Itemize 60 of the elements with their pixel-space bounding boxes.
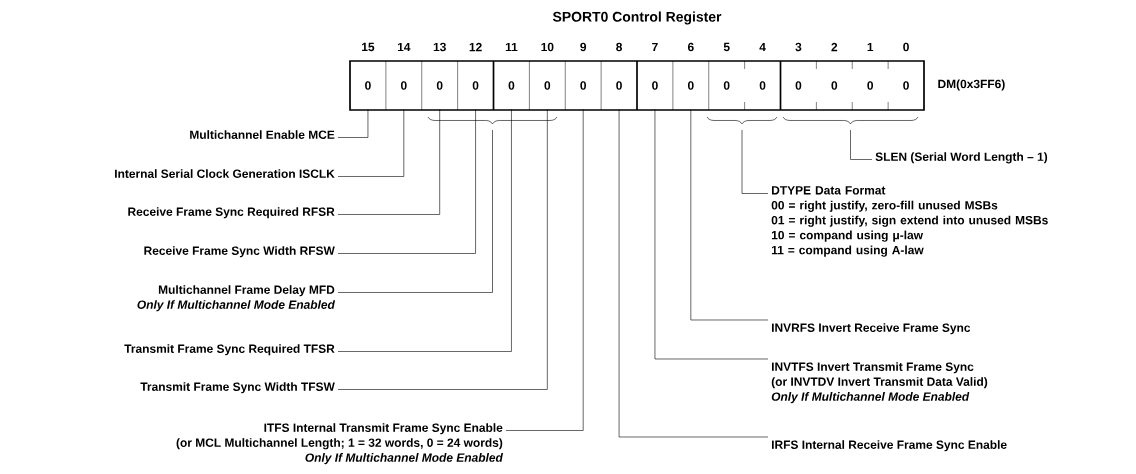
bit-number: 12 <box>469 42 482 52</box>
leader-line <box>505 108 584 431</box>
bit-number: 9 <box>580 42 587 52</box>
leader-line <box>741 129 769 194</box>
field-description: Multichannel Enable MCE <box>190 130 335 139</box>
bit-number: 13 <box>433 42 446 52</box>
leader-line <box>654 108 769 360</box>
field-description: IRFS Internal Receive Frame Sync Enable <box>772 440 1007 452</box>
bit-value: 0 <box>867 81 873 90</box>
bit-number: 14 <box>397 42 411 52</box>
field-description: SLEN (Serial Word Length – 1) <box>875 152 1048 164</box>
register-address: DM(0x3FF6) <box>938 79 1005 91</box>
bit-number: 8 <box>616 42 622 52</box>
bit-number: 11 <box>505 42 518 52</box>
bit-number: 1 <box>867 42 874 52</box>
bit-value: 0 <box>903 81 909 90</box>
leader-line <box>337 108 476 254</box>
bit-value: 0 <box>365 81 371 90</box>
field-description: Receive Frame Sync Required RFSR <box>128 207 335 219</box>
bit-value: 0 <box>652 81 658 90</box>
leader-line <box>337 108 405 177</box>
bit-number: 7 <box>652 42 658 52</box>
bit-value: 0 <box>759 81 766 90</box>
leader-line <box>690 108 769 321</box>
bit-value: 0 <box>795 81 802 90</box>
field-description: Transmit Frame Sync Width TFSW <box>140 382 335 394</box>
field-description: DTYPE Data Format 00 = right justify, zero-fill unused MSBs 01 = right justify, sign extend into unused MSBs 10 = compand using μ-law 11 = compand using A-law <box>771 186 1048 257</box>
bit-number: 5 <box>723 42 730 52</box>
bit-value: 0 <box>508 81 515 90</box>
leader-line <box>337 108 440 215</box>
field-description: Transmit Frame Sync Required TFSR <box>124 344 335 356</box>
bit-value: 0 <box>544 81 551 90</box>
bit-number: 3 <box>795 42 802 52</box>
bit-value: 0 <box>400 81 407 90</box>
field-description: INVRFS Invert Receive Frame Sync <box>772 323 971 335</box>
bit-number: 15 <box>362 42 375 52</box>
bit-value: 0 <box>723 81 730 90</box>
title: SPORT0 Control Register <box>552 11 722 25</box>
bit-value: 0 <box>436 81 443 90</box>
leader-line <box>337 108 548 390</box>
bit-number: 6 <box>687 42 694 52</box>
bit-value: 0 <box>687 81 694 90</box>
field-description: ITFS Internal Transmit Frame Sync Enable (or MCL Multichannel Length; 1 = 32 words, 0 = 24 words) Only If Multichannel Mode Enabled <box>176 423 504 465</box>
leader-line <box>850 129 873 160</box>
bit-value: 0 <box>831 81 838 90</box>
field-description: INVTFS Invert Transmit Frame Sync (or INVTDV Invert Transmit Data Valid) Only If Multichannel Mode Enabled <box>771 362 988 404</box>
bit-number: 0 <box>903 42 909 52</box>
field-description: Internal Serial Clock Generation ISCLK <box>115 169 335 178</box>
bit-value: 0 <box>472 81 479 90</box>
leader-line <box>337 108 369 138</box>
bit-value: 0 <box>580 81 587 90</box>
leader-line <box>618 108 769 438</box>
bit-value: 0 <box>616 81 622 90</box>
field-description: Multichannel Frame Delay MFD Only If Multichannel Mode Enabled <box>137 285 336 312</box>
bit-number: 10 <box>541 42 554 52</box>
leader-line <box>337 129 493 293</box>
field-description: Receive Frame Sync Width RFSW <box>144 246 335 258</box>
leader-line <box>337 108 512 352</box>
bit-number: 4 <box>759 42 766 52</box>
bit-number: 2 <box>831 42 838 52</box>
